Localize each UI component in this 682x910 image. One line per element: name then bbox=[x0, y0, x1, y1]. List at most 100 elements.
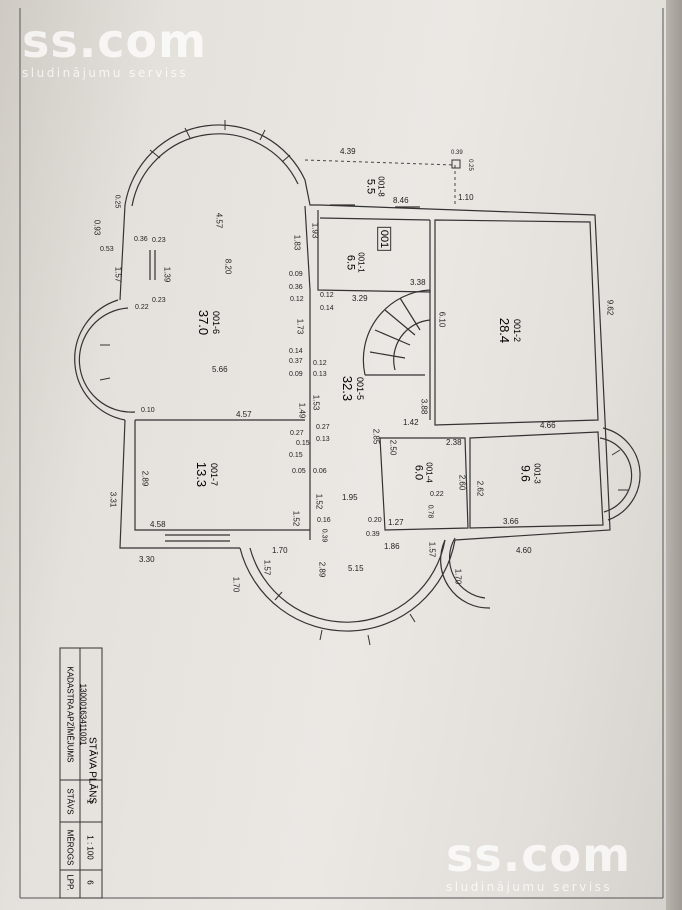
room-area: 32.3 bbox=[340, 375, 356, 402]
watermark-tagline: sludinājumu serviss bbox=[22, 66, 189, 80]
dim: 2.89 bbox=[317, 561, 327, 578]
dim: 0.05 bbox=[292, 468, 306, 475]
cadastre-value: 13000163411001 bbox=[78, 683, 88, 746]
watermark-bottom: ss.com sludinājumu serviss bbox=[446, 832, 631, 893]
room-001-3-walls bbox=[469, 431, 604, 529]
dim: 1.39 bbox=[162, 266, 172, 283]
window-left bbox=[149, 250, 156, 280]
dim: 1.53 bbox=[311, 394, 321, 411]
dim: 0.15 bbox=[296, 440, 310, 447]
room-id: 001-5 bbox=[355, 376, 366, 401]
dim: 0.27 bbox=[316, 424, 330, 431]
partition-left-corridor bbox=[304, 205, 311, 540]
dim: 0.22 bbox=[135, 304, 149, 311]
dim: 0.36 bbox=[134, 236, 148, 243]
dim: 2.85 bbox=[371, 428, 381, 445]
dim: 8.46 bbox=[393, 196, 409, 205]
dim: 3.30 bbox=[139, 555, 155, 564]
dim: 0.12 bbox=[313, 360, 327, 367]
dim: 1.70 bbox=[231, 576, 241, 593]
dim: 3.38 bbox=[410, 278, 426, 287]
dim: 0.14 bbox=[289, 348, 303, 355]
dim: 0.22 bbox=[430, 491, 444, 498]
page-label: LPP. bbox=[65, 874, 75, 891]
room-area: 37.0 bbox=[196, 309, 212, 336]
room-id: 001-2 bbox=[512, 318, 523, 343]
room-id: 001-1 bbox=[356, 252, 366, 273]
dim: 8.20 bbox=[223, 258, 233, 275]
dim: 0.13 bbox=[313, 371, 327, 378]
bay-wall-bottom-right bbox=[440, 539, 491, 609]
floor-label: STĀVS bbox=[65, 788, 75, 815]
room-001-2-walls bbox=[434, 219, 599, 426]
dim: 1.86 bbox=[384, 542, 400, 551]
room-001-8: 001-8 5.5 bbox=[365, 176, 386, 196]
page-value: 6 bbox=[85, 880, 95, 885]
paper-edge bbox=[666, 0, 682, 910]
arched-wall-bottom bbox=[239, 539, 456, 632]
watermark-brand: ss.com bbox=[22, 14, 208, 68]
dim: 1.52 bbox=[291, 510, 301, 527]
dim: 0.16 bbox=[317, 517, 331, 524]
dim: 0.13 bbox=[316, 436, 330, 443]
dim: 1.27 bbox=[388, 518, 404, 527]
dim: 3.66 bbox=[503, 517, 519, 526]
top-wall-inner bbox=[319, 217, 431, 221]
room-001-2: 001-2 28.4 bbox=[497, 318, 522, 343]
arc-ticks bbox=[99, 120, 628, 646]
dim: 1.83 bbox=[292, 234, 302, 251]
dim: 0.37 bbox=[289, 358, 303, 365]
dim: 2.62 bbox=[475, 480, 485, 497]
room-001-7-inner bbox=[134, 420, 310, 531]
dim: 1.49 bbox=[297, 402, 307, 419]
dim: 0.09 bbox=[289, 371, 303, 378]
dim: 0.27 bbox=[290, 430, 304, 437]
dim: 0.78 bbox=[426, 504, 434, 519]
dim: 4.57 bbox=[214, 212, 224, 229]
dim: 0.20 bbox=[368, 517, 382, 524]
corner-marker bbox=[451, 159, 461, 169]
dim: 0.39 bbox=[451, 150, 463, 156]
bay-wall-bottom-right-inner bbox=[448, 537, 486, 599]
arched-wall-top-inner bbox=[131, 133, 299, 207]
room-id: 001-4 bbox=[424, 462, 434, 483]
dim: 4.39 bbox=[340, 147, 356, 156]
room-area: 13.3 bbox=[194, 461, 210, 488]
dim: 1.57 bbox=[262, 559, 272, 576]
dim: 4.58 bbox=[150, 520, 166, 529]
plan-walls bbox=[74, 124, 641, 632]
bay-wall-left-inner bbox=[78, 307, 136, 413]
dim: 1.93 bbox=[310, 222, 320, 239]
dim: 0.23 bbox=[152, 237, 166, 244]
dim: 0.39 bbox=[320, 528, 328, 543]
stair-edges bbox=[365, 290, 431, 420]
arched-wall-bottom-inner bbox=[249, 539, 446, 623]
room-id: 001-7 bbox=[209, 462, 220, 487]
top-wall bbox=[319, 204, 606, 421]
room-001-1: 001-1 6.5 bbox=[345, 252, 366, 272]
dim: 1.52 bbox=[314, 493, 324, 510]
title-block-frame bbox=[59, 647, 103, 899]
dim: 0.23 bbox=[152, 297, 166, 304]
bay-wall-right bbox=[602, 427, 641, 521]
room-001-5: 001-5 32.3 bbox=[340, 376, 365, 401]
room-id: 001-3 bbox=[532, 463, 542, 484]
dim: 2.38 bbox=[446, 438, 462, 447]
dim: 4.60 bbox=[516, 546, 532, 555]
room-id: 001-8 bbox=[376, 176, 386, 197]
floor-value: 1 bbox=[85, 799, 95, 804]
dim: 1.70 bbox=[453, 568, 463, 585]
dim: 6.10 bbox=[437, 311, 447, 328]
dim: 2.60 bbox=[457, 474, 467, 491]
plan-id-label: 001 bbox=[377, 226, 392, 252]
room-area: 9.6 bbox=[518, 465, 533, 482]
dim: 0.12 bbox=[320, 292, 334, 299]
dim: 3.88 bbox=[419, 398, 429, 415]
dim: 0.14 bbox=[320, 305, 334, 312]
left-wall-lower bbox=[119, 419, 240, 549]
dim: 0.12 bbox=[290, 296, 304, 303]
dim: 0.53 bbox=[100, 246, 114, 253]
dim: 3.29 bbox=[352, 294, 368, 303]
